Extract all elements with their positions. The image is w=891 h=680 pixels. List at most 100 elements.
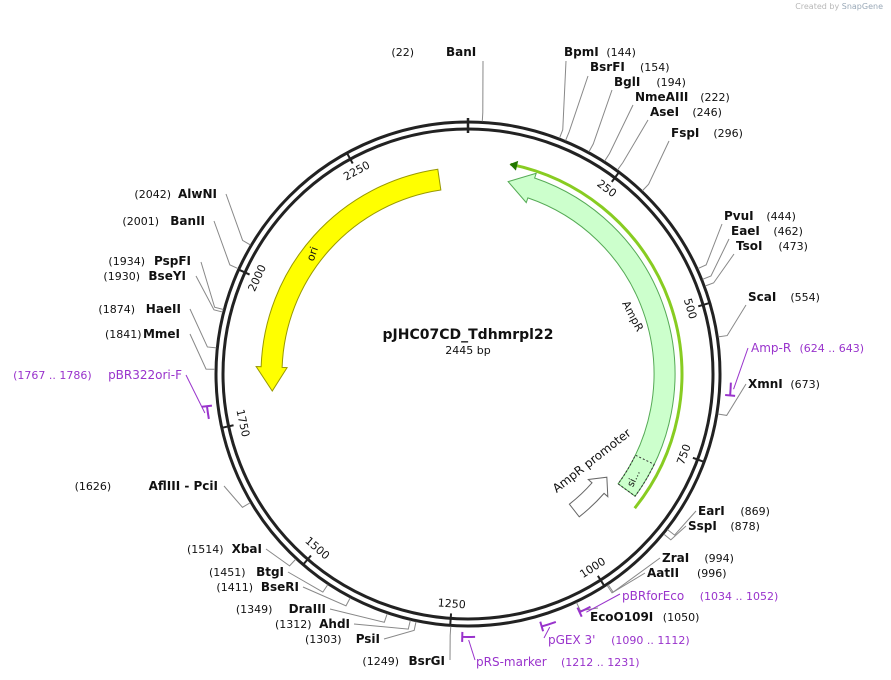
tick-750	[692, 456, 705, 463]
credit-prefix: Created by	[795, 2, 840, 11]
site-pos-bsrfi: (154)	[640, 61, 670, 74]
site-leader-bsrfi	[565, 75, 589, 141]
site-pos-zrai: (994)	[704, 552, 734, 565]
feature-signal-box	[617, 454, 655, 497]
site-leader-tsoi	[705, 253, 735, 287]
primer-name-pbrforeco: pBRforEco	[622, 589, 684, 603]
primer-arc-pgex-3	[541, 620, 557, 628]
site-pos-haeii: (1874)	[98, 303, 135, 316]
site-name-bsrgi: BsrGI	[408, 654, 445, 668]
site-pos-xmni: (673)	[790, 378, 820, 391]
site-leader-xbai	[265, 548, 297, 567]
site-leader-sspi	[663, 525, 687, 541]
site-name-bani: BanI	[446, 45, 476, 59]
primer-leader-pbrforeco	[586, 593, 621, 613]
site-name-sspi: SspI	[688, 519, 717, 533]
tick-500	[697, 301, 711, 308]
primer-name-prs-marker: pRS-marker	[476, 655, 547, 669]
site-leader-asei	[617, 119, 649, 171]
site-pos-draiii: (1349)	[236, 603, 273, 616]
site-leader-scai	[718, 304, 747, 338]
site-pos-mmei: (1841)	[105, 328, 142, 341]
primer-tick-pbrforeco	[576, 607, 583, 618]
plasmid-size: 2445 bp	[445, 344, 490, 357]
site-name-zrai: ZraI	[662, 551, 689, 565]
site-name-pspfi: PspFI	[154, 254, 191, 268]
site-name-xbai: XbaI	[232, 542, 262, 556]
site-pos-alwni: (2042)	[134, 188, 171, 201]
site-leader-eaei	[702, 238, 730, 280]
site-name-btgi: BtgI	[256, 565, 284, 579]
primer-leader-prs-marker	[468, 639, 476, 661]
site-pos-fspi: (296)	[713, 127, 743, 140]
site-name-bgli: BglI	[614, 75, 640, 89]
primer-range-pgex-3: (1090 .. 1112)	[611, 634, 690, 647]
primers: Amp-R(624 .. 643)pBRforEco(1034 .. 1052)…	[13, 341, 864, 669]
site-leader-alwni	[225, 193, 251, 246]
primer-name-amp-r: Amp-R	[751, 341, 791, 355]
site-leader-aatii	[606, 572, 646, 594]
site-leader-banii	[213, 220, 239, 270]
plasmid-name: pJHC07CD_Tdhmrpl22	[383, 327, 554, 343]
site-pos-ecoo109i: (1050)	[663, 611, 700, 624]
credit-brand: SnapGene	[841, 2, 883, 11]
primer-range-prs-marker: (1212 .. 1231)	[561, 656, 640, 669]
primer-tick-amp-r	[725, 394, 736, 397]
tick-1250	[449, 613, 453, 626]
tick-2000	[238, 268, 250, 276]
site-pos-bani: (22)	[391, 46, 414, 59]
site-leader-bseri	[302, 586, 351, 607]
site-leader-bsrgi	[449, 626, 452, 661]
site-leader-psii	[383, 621, 417, 640]
ampr-orf-head	[509, 160, 519, 171]
site-leader-xmni	[717, 383, 747, 416]
site-leader-draiii	[329, 608, 388, 623]
site-name-fspi: FspI	[671, 126, 699, 140]
backbone-inner	[221, 127, 715, 621]
site-pos-pspfi: (1934)	[108, 255, 145, 268]
site-name-aatii: AatII	[647, 566, 679, 580]
site-name-psii: PsiI	[356, 632, 380, 646]
site-pos-aatii: (996)	[697, 567, 727, 580]
feature-ori-arrow	[255, 168, 442, 392]
primer-leader-amp-r	[733, 347, 749, 390]
site-leader-bpmi	[559, 60, 567, 139]
site-pos-btgi: (1451)	[209, 566, 246, 579]
site-pos-bseyi: (1930)	[103, 270, 140, 283]
site-leader-pvui	[697, 223, 723, 270]
site-pos-nmeaiii: (222)	[700, 91, 730, 104]
site-pos-eari: (869)	[740, 505, 770, 518]
site-leader-btgi	[287, 571, 329, 593]
site-leader-bgli	[588, 89, 613, 153]
site-pos-eaei: (462)	[773, 225, 803, 238]
primer-leader-pbr322ori-f	[185, 374, 206, 414]
site-pos-afliii-pcii: (1626)	[75, 480, 112, 493]
site-pos-pvui: (444)	[766, 210, 796, 223]
tick-label-1750: 1750	[233, 408, 252, 438]
site-pos-xbai: (1514)	[187, 543, 224, 556]
site-name-draiii: DraIII	[289, 602, 326, 616]
site-pos-sspi: (878)	[730, 520, 760, 533]
feature-ori-label: ori	[304, 245, 321, 263]
primer-range-amp-r: (624 .. 643)	[800, 342, 865, 355]
site-name-bseyi: BseYI	[148, 269, 186, 283]
site-name-afliii-pcii: AflIII - PciI	[149, 479, 218, 493]
tick-1500	[302, 554, 312, 566]
site-name-tsoi: TsoI	[736, 239, 762, 253]
site-pos-psii: (1303)	[305, 633, 342, 646]
site-pos-banii: (2001)	[122, 215, 159, 228]
snapgene-credit: Created by SnapGene	[795, 2, 883, 11]
site-leader-nmeaiii	[604, 104, 634, 162]
site-leader-eari	[667, 510, 697, 536]
tick-label-500: 500	[681, 297, 699, 321]
primer-tick-pbr322ori-f	[201, 404, 213, 408]
primer-name-pbr322ori-f: pBR322ori-F	[108, 368, 182, 382]
site-name-bsrfi: BsrFI	[590, 60, 625, 74]
primer-name-pgex-3: pGEX 3'	[548, 633, 595, 647]
site-pos-bpmi: (144)	[606, 46, 636, 59]
site-pos-asei: (246)	[692, 106, 722, 119]
site-name-bpmi: BpmI	[564, 45, 599, 59]
tick-250	[610, 171, 620, 183]
site-leader-haeii	[189, 308, 217, 349]
